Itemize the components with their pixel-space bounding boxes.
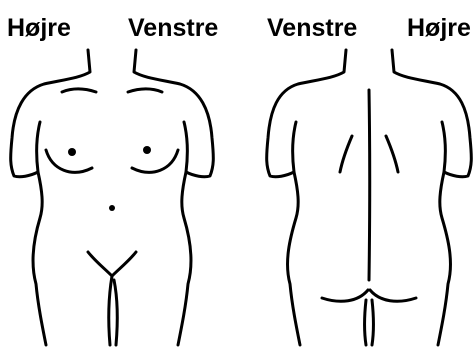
front-nipple-right (143, 146, 151, 154)
front-left-arm-stub (37, 122, 40, 172)
back-inner-leg-right (372, 300, 374, 345)
front-collarbone-left (62, 89, 96, 92)
back-buttocks-right (370, 290, 416, 301)
front-groin (88, 252, 136, 276)
back-spine (369, 90, 370, 280)
front-breast-right (132, 150, 178, 172)
back-left-arm-stub (293, 122, 296, 172)
back-right-arm-stub (442, 122, 445, 172)
front-nipple-left (68, 148, 76, 156)
back-torso-figure (267, 50, 472, 345)
front-torso-outline (11, 50, 214, 345)
back-shoulder-blade-right (386, 136, 398, 172)
back-shoulder-blade-left (340, 136, 352, 172)
front-inner-leg-right (114, 280, 117, 345)
front-collarbone-right (128, 89, 162, 92)
front-navel (109, 205, 115, 211)
front-torso-figure (11, 50, 214, 345)
front-inner-leg-left (109, 276, 112, 345)
front-right-arm-stub (184, 122, 187, 172)
back-inner-leg-left (365, 300, 367, 345)
back-buttocks-left (322, 290, 368, 301)
